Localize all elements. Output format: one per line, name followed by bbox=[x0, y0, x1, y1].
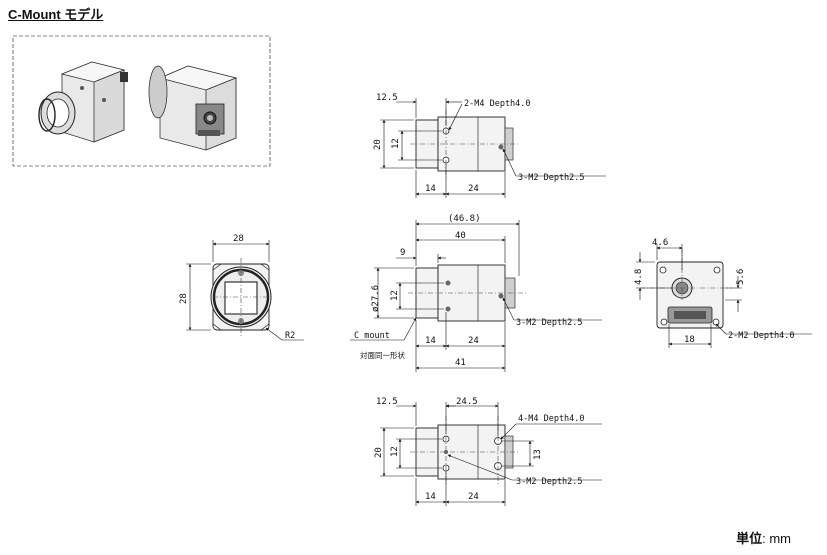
bottom-view: 12.5 24.5 20 12 13 14 24 4-M4 Depth4.0 3… bbox=[374, 397, 602, 506]
top-rear-length-dim: 24 bbox=[468, 184, 479, 194]
camera-rear-perspective-icon bbox=[148, 65, 238, 151]
top-hole-spacing-dim: 12 bbox=[391, 138, 401, 149]
bottom-hole-distance-dim: 24.5 bbox=[456, 397, 478, 407]
bottom-front-length-dim: 14 bbox=[425, 492, 436, 502]
camera-front-perspective-icon bbox=[38, 61, 128, 143]
side-view: (46.8) 40 9 ø27.6 12 14 24 41 3-M2 Depth… bbox=[350, 214, 602, 372]
bottom-height-dim: 20 bbox=[374, 447, 384, 458]
side-hole-spacing-dim: 12 bbox=[390, 290, 400, 301]
side-front-length-dim: 14 bbox=[425, 336, 436, 346]
side-m2-callout: 3-M2 Depth2.5 bbox=[516, 318, 583, 328]
side-rear-length-dim: 24 bbox=[468, 336, 479, 346]
opposite-side-note: 対面同一形状 bbox=[360, 350, 405, 360]
top-m4-callout: 2-M4 Depth4.0 bbox=[464, 99, 531, 109]
top-m2-callout: 3-M2 Depth2.5 bbox=[518, 173, 585, 183]
top-front-length-dim: 14 bbox=[425, 184, 436, 194]
side-total-length-dim: (46.8) bbox=[448, 214, 481, 224]
corner-radius-label: R2 bbox=[285, 331, 295, 341]
bottom-hole-spacing-dim: 12 bbox=[390, 446, 400, 457]
rear-m2-callout: 2-M2 Depth4.0 bbox=[728, 331, 795, 341]
rear-connector-y-dim: 4.8 bbox=[634, 269, 644, 285]
bottom-offset-dim: 12.5 bbox=[376, 397, 398, 407]
rear-usb-offset-dim: 5.6 bbox=[736, 269, 746, 285]
front-width-dim: 28 bbox=[233, 234, 244, 244]
rear-view: 4.6 4.8 5.6 18 2-M2 Depth4.0 bbox=[634, 238, 812, 348]
side-mount-diameter-dim: ø27.6 bbox=[371, 285, 381, 312]
page-title: C-Mount モデル bbox=[8, 7, 104, 22]
top-offset-dim: 12.5 bbox=[376, 93, 398, 103]
rear-hole-spacing-dim: 18 bbox=[684, 335, 695, 345]
front-height-dim: 28 bbox=[179, 293, 189, 304]
bottom-rear-length-dim: 24 bbox=[468, 492, 479, 502]
bottom-rear-hole-spacing-dim: 13 bbox=[533, 449, 543, 460]
unit-value: mm bbox=[769, 531, 791, 546]
side-mount-depth-dim: 9 bbox=[400, 248, 405, 258]
side-body-length-dim: 40 bbox=[455, 231, 466, 241]
bottom-m4-callout: 4-M4 Depth4.0 bbox=[518, 414, 585, 424]
perspective-illustration bbox=[12, 35, 271, 167]
side-overall-dim: 41 bbox=[455, 358, 466, 368]
unit-label: 単位: mm bbox=[736, 531, 791, 546]
bottom-m2-callout: 3-M2 Depth2.5 bbox=[516, 477, 583, 487]
front-view: 28 28 R2 bbox=[179, 234, 304, 341]
c-mount-label: C mount bbox=[354, 331, 390, 341]
top-view: 12.5 2-M4 Depth4.0 20 12 14 24 3-M2 Dept… bbox=[373, 93, 606, 198]
unit-key: 単位 bbox=[736, 531, 763, 546]
top-height-dim: 20 bbox=[373, 139, 383, 150]
rear-connector-x-dim: 4.6 bbox=[652, 238, 668, 248]
